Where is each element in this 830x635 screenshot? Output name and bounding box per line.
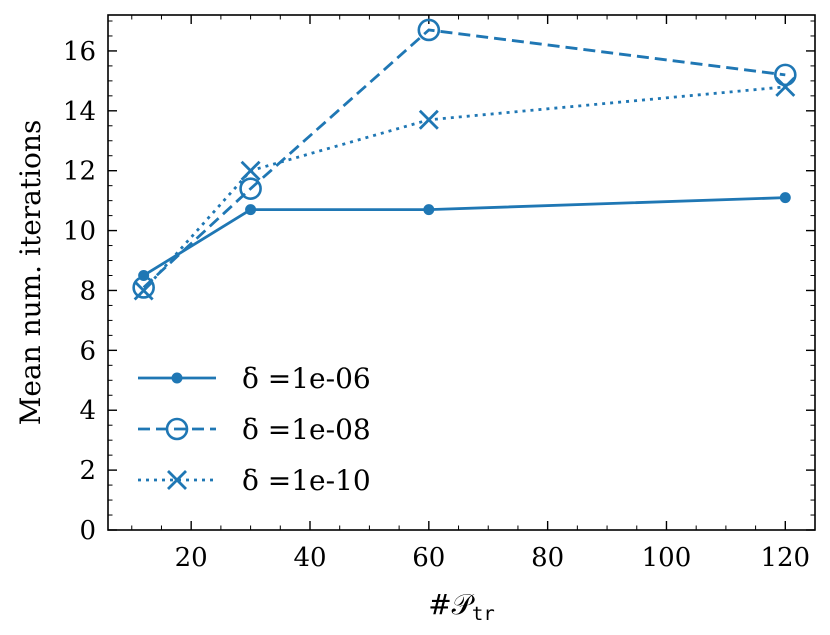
y-axis-label: Mean num. iterations (14, 120, 47, 426)
axis-ticks (108, 15, 816, 531)
legend-marker-2 (165, 417, 189, 441)
data-point-series-3 (240, 160, 261, 181)
y-tick-label: 10 (63, 217, 96, 247)
x-tick-label: 60 (412, 543, 445, 573)
series-markers (132, 18, 797, 301)
y-tick-label: 4 (79, 396, 96, 426)
legend: δ =1e-06 δ =1e-08 δ =1e-10 (138, 362, 371, 497)
series-lines (142, 28, 786, 292)
x-axis-label-subscript: tr (472, 603, 495, 625)
data-point-series-1 (423, 204, 435, 216)
data-point-series-2 (132, 276, 155, 299)
data-point-series-1 (245, 204, 257, 216)
series-line-1 (142, 196, 786, 277)
y-tick-label: 16 (63, 37, 96, 67)
data-point-series-3 (775, 76, 796, 97)
x-axis-label: #𝒫tr (428, 588, 495, 625)
data-point-series-1 (779, 192, 791, 204)
y-tick-label: 2 (79, 456, 96, 486)
data-point-series-3 (418, 109, 439, 130)
y-tick-label: 0 (79, 516, 96, 546)
y-tick-label: 14 (63, 97, 96, 127)
data-point-series-3 (133, 280, 154, 301)
legend-label-3: δ =1e-10 (242, 464, 371, 497)
x-tick-label: 120 (760, 543, 810, 573)
y-tick-label: 6 (79, 336, 96, 366)
plot-frame (107, 14, 816, 531)
x-tick-label: 80 (531, 543, 564, 573)
data-point-series-2 (417, 18, 441, 42)
series-line-3 (142, 85, 786, 292)
legend-label-2: δ =1e-08 (242, 413, 371, 446)
x-axis-label-main: #𝒫 (428, 588, 475, 621)
legend-marker-1 (171, 372, 183, 384)
tick-labels: 20 40 60 80 100 120 0 2 4 6 8 10 12 14 16 (63, 37, 810, 573)
x-tick-label: 20 (175, 543, 208, 573)
y-tick-label: 8 (79, 276, 96, 306)
legend-label-1: δ =1e-06 (242, 362, 371, 395)
x-tick-label: 100 (642, 543, 692, 573)
legend-marker-3 (167, 470, 187, 490)
data-point-series-2 (239, 177, 262, 200)
y-tick-label: 12 (63, 157, 96, 187)
series-line-2 (142, 28, 786, 289)
x-tick-label: 40 (293, 543, 326, 573)
